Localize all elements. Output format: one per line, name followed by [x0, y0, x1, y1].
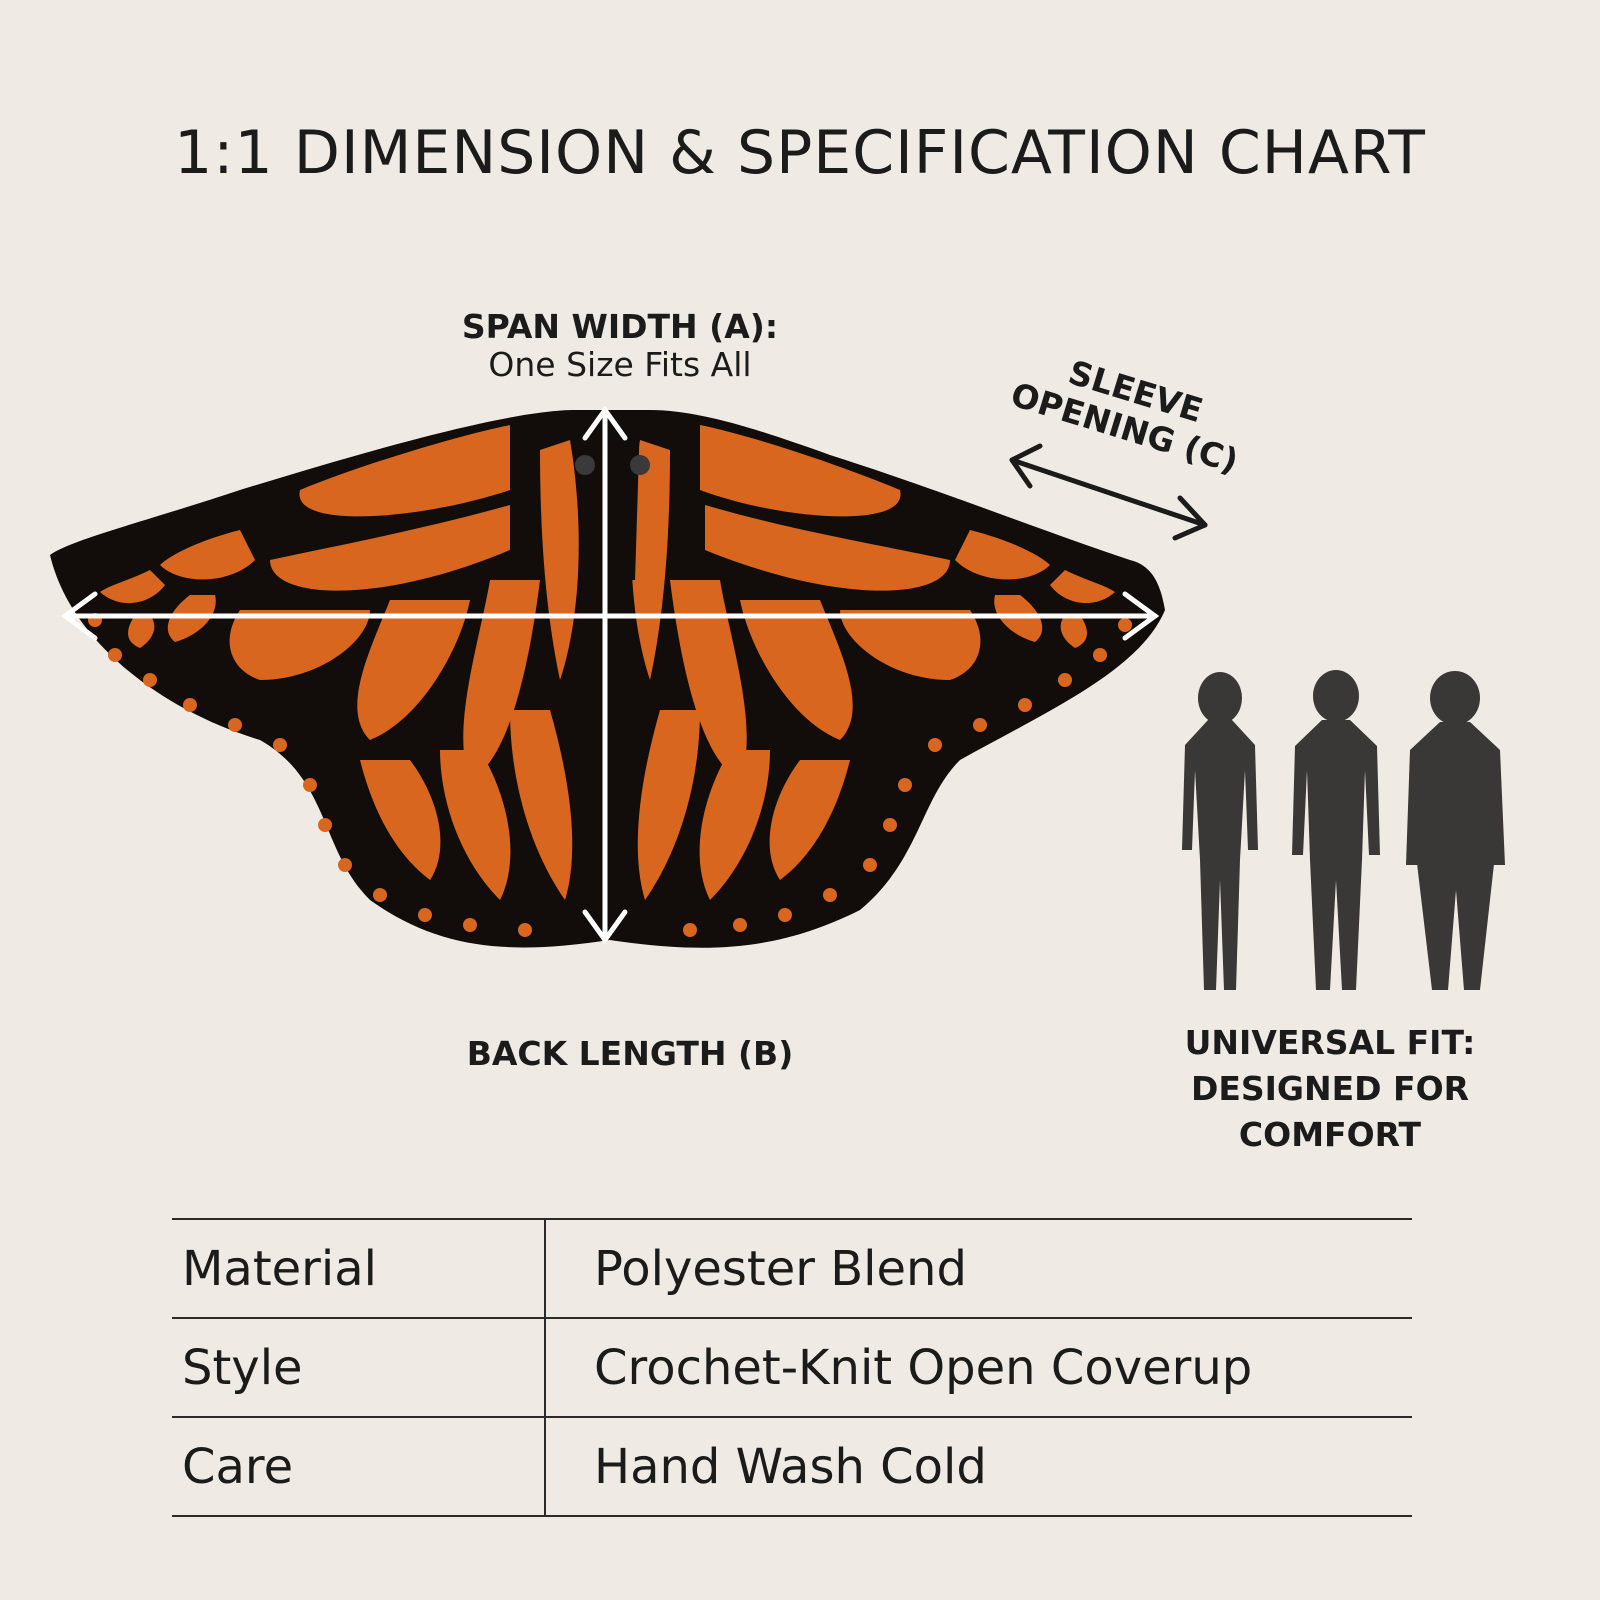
spec-value: Crochet-Knit Open Coverup	[545, 1317, 1412, 1417]
butterfly-coverup-illustration	[50, 405, 1165, 948]
body-silhouettes	[1182, 670, 1505, 990]
silhouette-curvy	[1406, 671, 1505, 990]
sleeve-opening-arrow	[1009, 443, 1208, 541]
spec-value: Hand Wash Cold	[545, 1416, 1412, 1517]
table-row: Style Crochet-Knit Open Coverup	[172, 1317, 1412, 1417]
back-length-arrow	[582, 405, 628, 945]
collar-jewel-right	[630, 455, 650, 475]
center-body	[580, 420, 640, 580]
span-width-subtitle: One Size Fits All	[488, 345, 752, 384]
collar-jewel-left	[575, 455, 595, 475]
silhouette-medium	[1292, 670, 1380, 990]
table-row: Care Hand Wash Cold	[172, 1416, 1412, 1517]
span-width-title: SPAN WIDTH (A):	[461, 307, 779, 346]
table-row: Material Polyester Blend	[172, 1218, 1412, 1318]
spec-value: Polyester Blend	[545, 1218, 1412, 1318]
universal-fit-line3: COMFORT	[1238, 1115, 1422, 1154]
spec-key: Style	[172, 1317, 546, 1417]
back-length-label: BACK LENGTH (B)	[466, 1034, 794, 1073]
spec-table: Material Polyester Blend Style Crochet-K…	[172, 1218, 1412, 1517]
silhouette-slim	[1182, 672, 1258, 990]
universal-fit-label: UNIVERSAL FIT: DESIGNED FOR COMFORT	[1150, 1020, 1510, 1158]
span-width-label: SPAN WIDTH (A): One Size Fits All	[440, 308, 800, 384]
span-width-arrow	[60, 591, 1160, 641]
spec-key: Care	[172, 1416, 546, 1517]
universal-fit-line1: UNIVERSAL FIT:	[1184, 1023, 1476, 1062]
spec-key: Material	[172, 1218, 546, 1318]
page-title: 1:1 DIMENSION & SPECIFICATION CHART	[174, 118, 1426, 188]
wing-panels	[88, 425, 1132, 937]
universal-fit-line2: DESIGNED FOR	[1190, 1069, 1470, 1108]
